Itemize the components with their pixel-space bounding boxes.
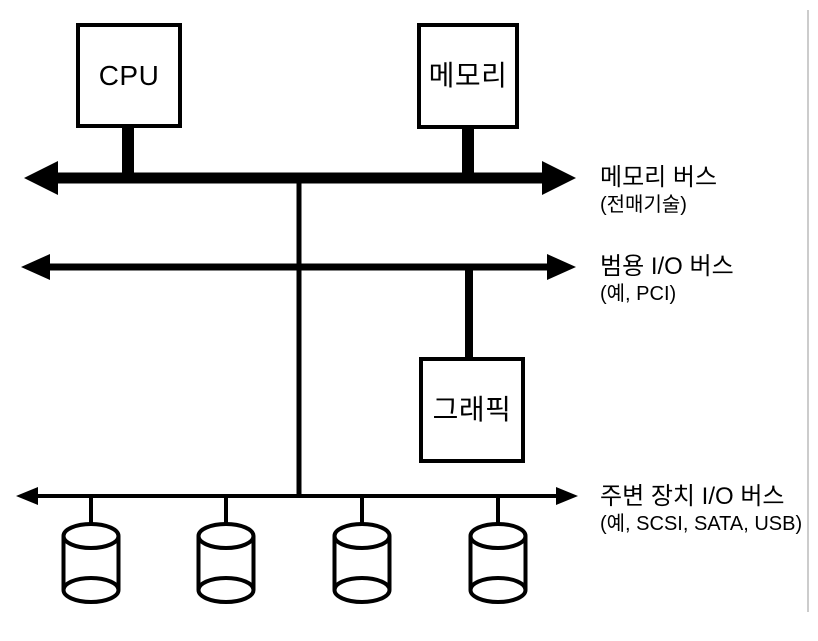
cpu-box-label: CPU [98,59,160,91]
general-io-bus-name: 범용 I/O 버스 [600,253,734,280]
memory-bus-name: 메모리 버스 [600,164,718,191]
peripheral-bus-right-arrowhead [556,487,578,505]
peripheral-bus-name: 주변 장치 I/O 버스 [600,483,785,510]
general-io-bus-arrow [21,254,576,280]
graphics-box: 그래픽 [419,357,525,463]
graphics-box-label: 그래픽 [432,394,512,425]
peripheral-bus-left-arrowhead [16,487,38,505]
cpu-box: CPU [76,23,182,128]
memory-bus-arrow [24,161,576,195]
memory-box-label: 메모리 [428,60,508,91]
memory-bus-label: 메모리 버스 (전매기술) [600,163,717,218]
disk-2-top [196,522,256,550]
disk-4-top [468,522,528,550]
disk-3-top [332,522,392,550]
peripheral-bus-arrow [16,487,578,505]
disk-1-bottom [61,576,121,604]
disk-2 [196,496,256,604]
disk-3 [332,496,392,604]
peripheral-bus-subtitle: (예, SCSI, SATA, USB) [600,513,803,535]
disk-3-bottom [332,576,392,604]
general-io-bus-right-arrowhead [547,254,576,280]
memory-bus-right-arrowhead [542,161,576,195]
memory-bus-left-arrowhead [24,161,58,195]
memory-bus-subtitle: (전매기술) [600,194,687,216]
disk-4-bottom [468,576,528,604]
disk-1 [61,496,121,604]
general-io-bus-label: 범용 I/O 버스 (예, PCI) [600,252,734,307]
disk-4 [468,496,528,604]
disk-2-bottom [196,576,256,604]
memory-box: 메모리 [417,23,519,129]
disk-1-top [61,522,121,550]
general-io-bus-subtitle: (예, PCI) [600,283,677,305]
general-io-bus-left-arrowhead [21,254,50,280]
peripheral-bus-label: 주변 장치 I/O 버스 (예, SCSI, SATA, USB) [600,482,802,537]
